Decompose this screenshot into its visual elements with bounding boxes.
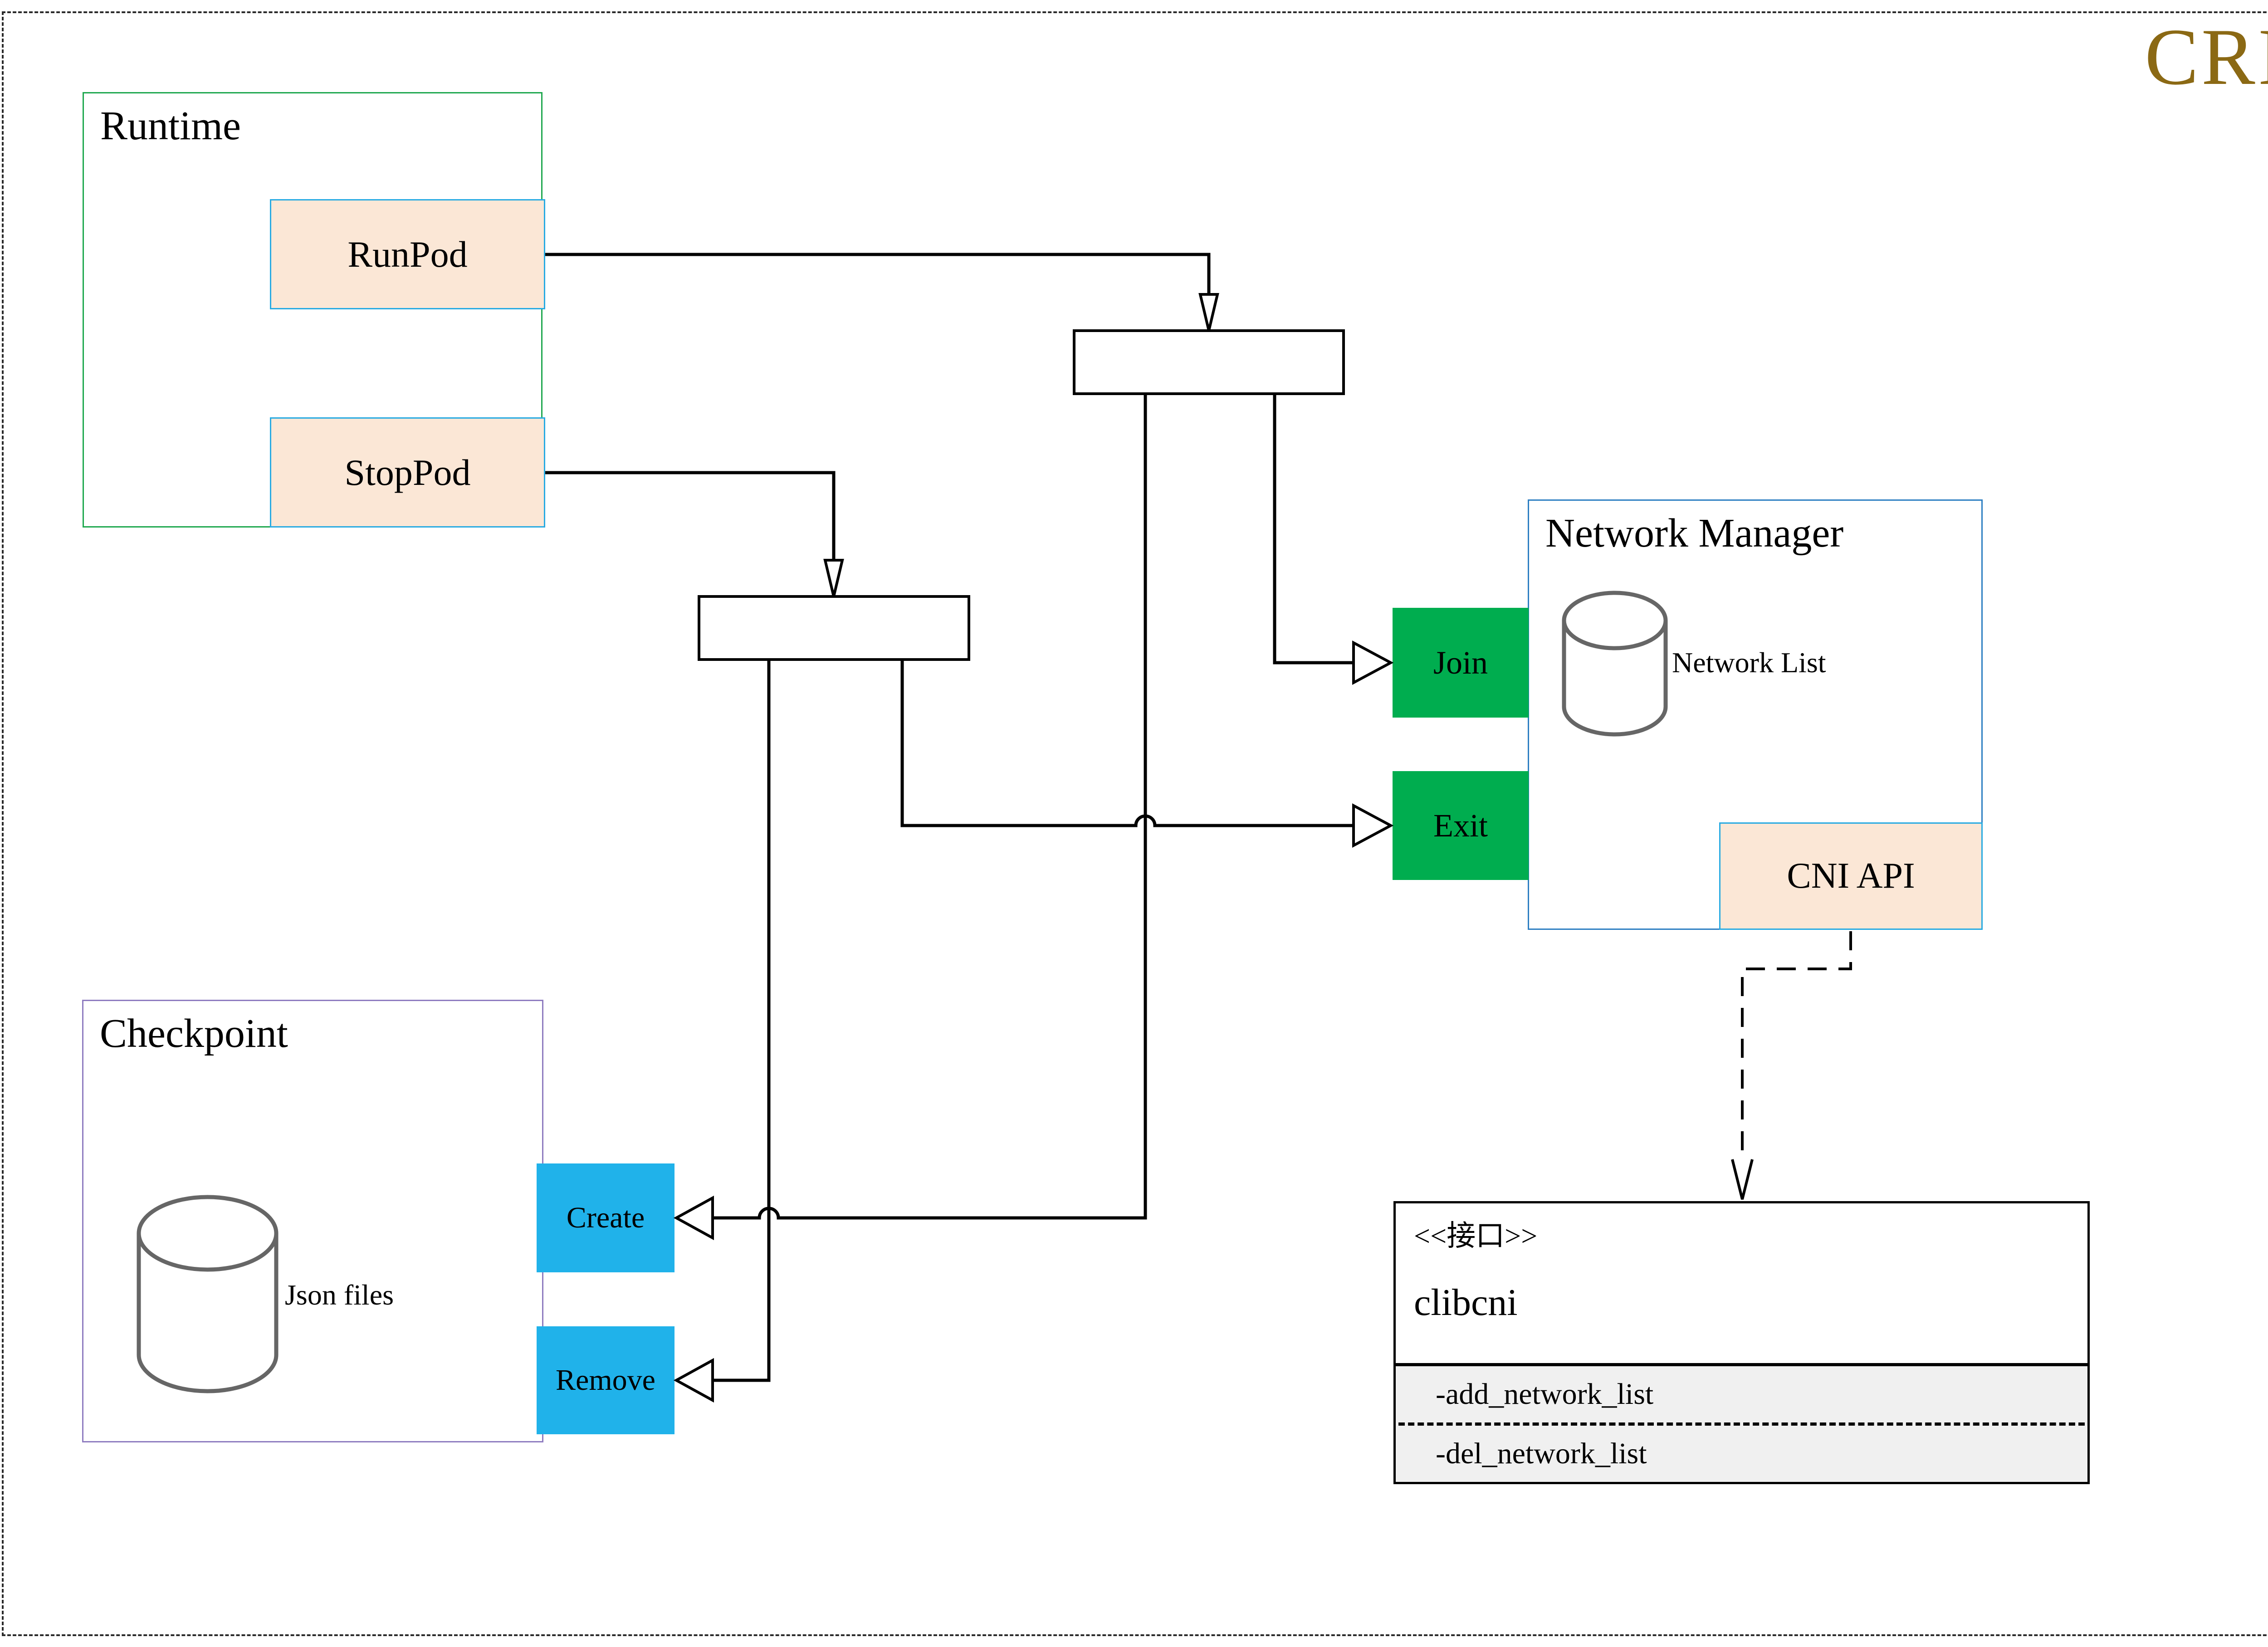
network-manager-title: Network Manager [1545,511,1844,556]
create-label: Create [566,1201,645,1234]
interface-stereotype: <<接口>> [1414,1220,1538,1252]
checkpoint-title: Checkpoint [100,1011,288,1056]
checkpoint-box: Checkpoint [82,1000,543,1442]
interface-separator [1396,1363,2087,1366]
outer-dashed-border [2,11,2268,1636]
cni-api-label: CNI API [1787,856,1915,896]
join-label: Join [1433,644,1488,681]
remove-label: Remove [556,1364,655,1397]
json-files-label: Json files [285,1279,394,1311]
exit-label: Exit [1433,807,1488,844]
join-button[interactable]: Join [1393,608,1529,718]
remove-button[interactable]: Remove [537,1326,675,1434]
exit-button[interactable]: Exit [1393,771,1529,880]
runpod-button[interactable]: RunPod [270,199,545,309]
runtime-title: Runtime [100,103,241,148]
cni-api-button[interactable]: CNI API [1719,822,1983,930]
create-button[interactable]: Create [537,1163,675,1272]
runpod-label: RunPod [347,233,468,275]
cri-title: CRI [2145,12,2268,102]
interface-name: clibcni [1414,1281,1518,1324]
interface-methods-section: -add_network_list -del_network_list [1396,1366,2087,1482]
process-box-top [1073,329,1345,395]
clibcni-header: <<接口>> clibcni [1396,1203,2087,1363]
method-del-network-list: -del_network_list [1436,1437,1647,1470]
network-list-label: Network List [1672,646,1826,679]
stoppod-button[interactable]: StopPod [270,417,545,528]
stoppod-label: StopPod [344,451,471,493]
clibcni-interface-box: <<接口>> clibcni -add_network_list -del_ne… [1393,1201,2090,1484]
methods-dotted-separator [1398,1422,2085,1426]
process-box-middle [698,595,970,661]
method-add-network-list: -add_network_list [1436,1378,1654,1411]
